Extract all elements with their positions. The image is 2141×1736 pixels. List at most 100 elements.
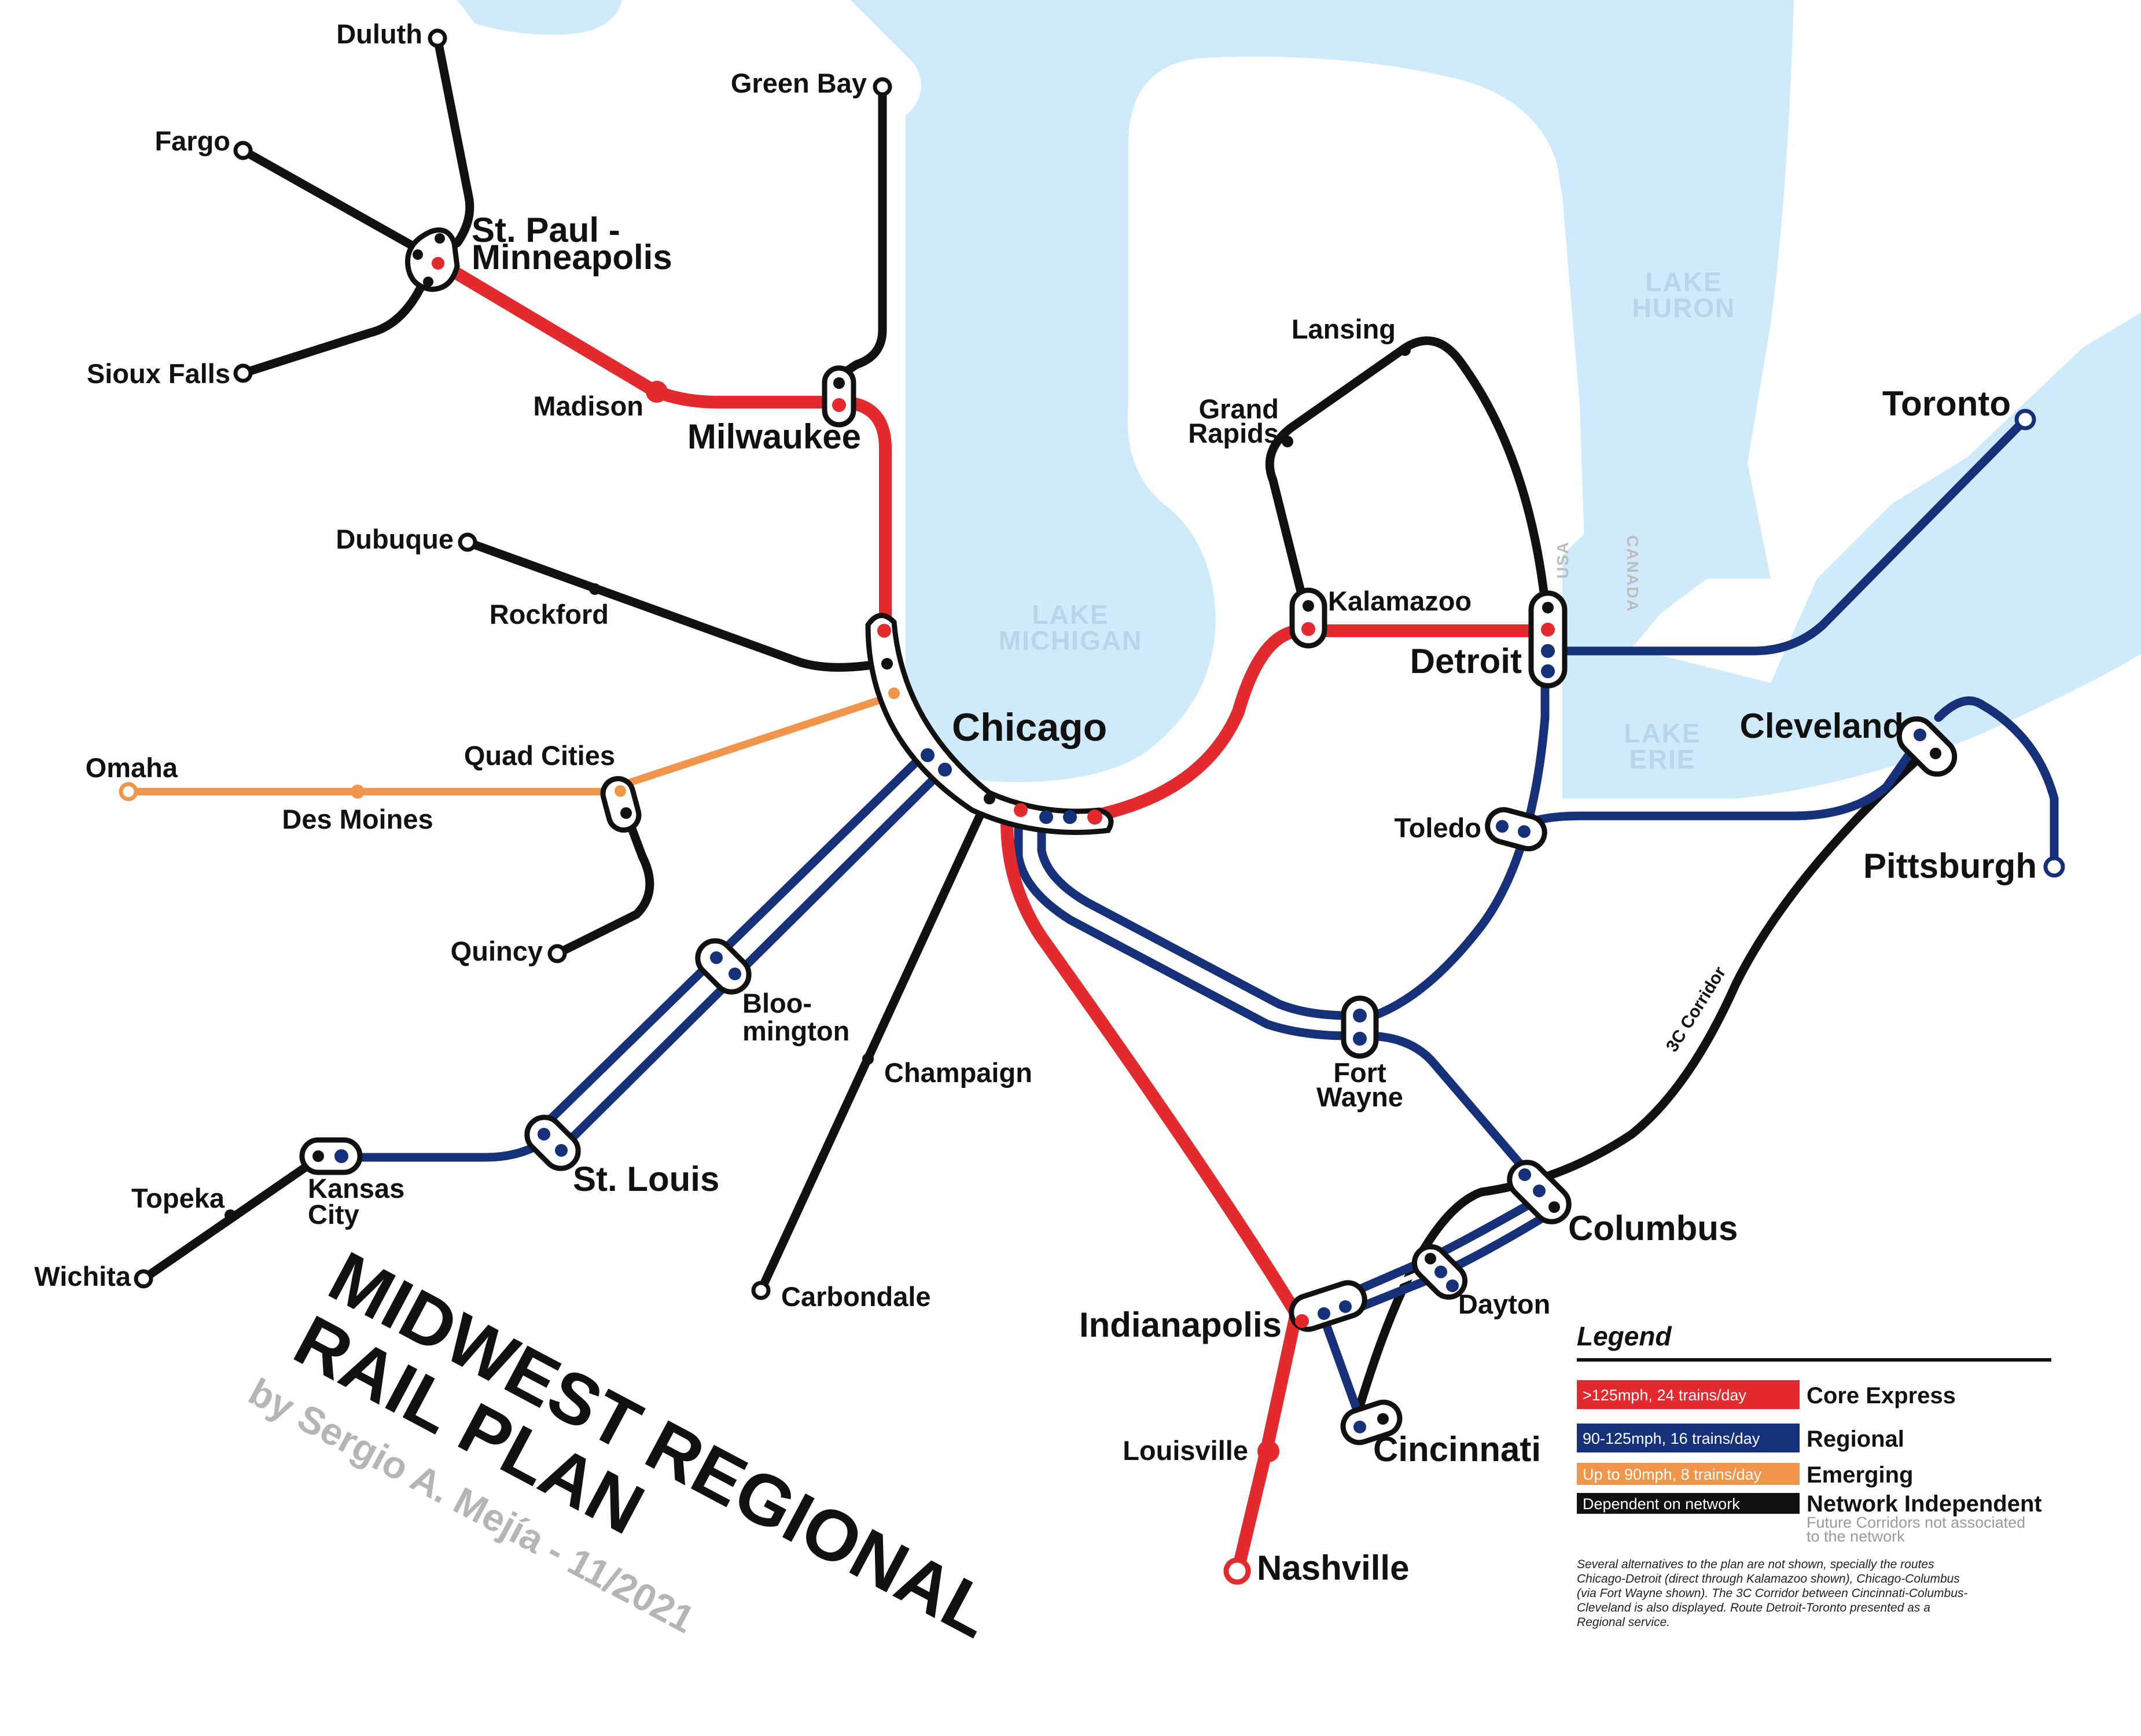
label-topeka: Topeka bbox=[131, 1183, 225, 1213]
legend-speed-core: >125mph, 24 trains/day bbox=[1583, 1386, 1746, 1404]
line-stlouis-kansascity bbox=[331, 1135, 551, 1162]
lake-michigan-label: LAKE MICHIGAN bbox=[999, 599, 1143, 656]
station-milwaukee[interactable] bbox=[822, 365, 856, 428]
station-dubuque[interactable] bbox=[458, 532, 477, 552]
station-fort-wayne[interactable] bbox=[1341, 995, 1379, 1059]
station-des-moines[interactable] bbox=[351, 785, 365, 799]
station-duluth[interactable] bbox=[428, 28, 447, 48]
label-fort-wayne-2: Wayne bbox=[1316, 1082, 1403, 1112]
legend-row-regional: 90-125mph, 16 trains/day Regional bbox=[1577, 1424, 1904, 1452]
station-lansing[interactable] bbox=[1399, 344, 1411, 356]
legend-speed-regional: 90-125mph, 16 trains/day bbox=[1583, 1430, 1760, 1447]
station-columbus[interactable] bbox=[1502, 1155, 1576, 1229]
station-toronto[interactable] bbox=[2014, 409, 2036, 431]
station-kalamazoo[interactable] bbox=[1289, 587, 1327, 649]
legend-speed-independent: Dependent on network bbox=[1583, 1495, 1740, 1513]
station-sioux-falls[interactable] bbox=[233, 363, 253, 383]
stations bbox=[119, 28, 2065, 1585]
label-duluth: Duluth bbox=[336, 19, 422, 49]
legend-swatch-core bbox=[1577, 1380, 1800, 1409]
station-indianapolis[interactable] bbox=[1287, 1278, 1369, 1333]
station-kansas-city[interactable] bbox=[299, 1137, 363, 1175]
line-dubuque-chicago bbox=[463, 538, 873, 672]
label-chicago: Chicago bbox=[952, 705, 1107, 749]
label-fort-wayne-1: Fort bbox=[1333, 1057, 1386, 1088]
label-st-paul-2: Minneapolis bbox=[472, 238, 672, 277]
line-quadcities-chicago bbox=[621, 693, 892, 788]
legend-footnote-5: Regional service. bbox=[1577, 1616, 1670, 1629]
label-rockford: Rockford bbox=[490, 599, 609, 630]
legend-row-network-independent: Dependent on network Network Independent… bbox=[1577, 1491, 2042, 1545]
station-st-paul-minneapolis[interactable] bbox=[405, 227, 460, 292]
legend-title: Legend bbox=[1577, 1321, 1672, 1351]
line-chicago-carbondale bbox=[756, 803, 988, 1295]
station-st-louis[interactable] bbox=[520, 1110, 585, 1175]
station-wichita[interactable] bbox=[134, 1269, 153, 1289]
lake-huron bbox=[1504, 0, 1794, 579]
label-grand-rapids-2: Rapids bbox=[1188, 418, 1279, 448]
station-cincinnati[interactable] bbox=[1339, 1398, 1404, 1447]
lake-michigan-line2: MICHIGAN bbox=[999, 626, 1143, 656]
label-louisville: Louisville bbox=[1123, 1435, 1248, 1466]
legend-row-emerging: Up to 90mph, 8 trains/day Emerging bbox=[1577, 1462, 1913, 1488]
legend-row-core-express: >125mph, 24 trains/day Core Express bbox=[1577, 1380, 1956, 1409]
station-rockford[interactable] bbox=[589, 583, 601, 595]
station-dayton[interactable] bbox=[1408, 1240, 1472, 1304]
label-lansing: Lansing bbox=[1292, 314, 1396, 344]
station-louisville[interactable] bbox=[1257, 1440, 1279, 1462]
station-madison[interactable] bbox=[646, 381, 668, 403]
label-bloomington-2: mington bbox=[742, 1016, 849, 1046]
legend-name-regional: Regional bbox=[1807, 1426, 1904, 1452]
lake-erie-label: LAKE ERIE bbox=[1624, 718, 1701, 774]
label-dayton: Dayton bbox=[1458, 1289, 1550, 1319]
station-carbondale[interactable] bbox=[751, 1281, 771, 1300]
legend-name-emerging: Emerging bbox=[1807, 1462, 1913, 1488]
station-bloomington[interactable] bbox=[690, 933, 756, 999]
legend-footnote-3: (via Fort Wayne shown). The 3C Corridor … bbox=[1577, 1587, 1967, 1600]
label-milwaukee: Milwaukee bbox=[687, 417, 861, 456]
line-duluth-stpaul bbox=[421, 34, 474, 259]
station-grand-rapids[interactable] bbox=[1282, 436, 1293, 447]
lake-huron-line1: LAKE bbox=[1645, 267, 1722, 297]
station-green-bay[interactable] bbox=[873, 77, 892, 97]
station-nashville[interactable] bbox=[1223, 1557, 1251, 1585]
label-st-paul-1: St. Paul - bbox=[472, 211, 620, 249]
station-quincy[interactable] bbox=[547, 944, 567, 963]
station-chicago[interactable] bbox=[865, 613, 1114, 835]
label-nashville: Nashville bbox=[1257, 1549, 1409, 1587]
line-fortwayne-detroit bbox=[1361, 649, 1550, 1023]
label-detroit: Detroit bbox=[1410, 642, 1522, 681]
line-chicago-nashville bbox=[1000, 815, 1303, 1575]
lake-erie-line2: ERIE bbox=[1629, 744, 1695, 774]
label-cleveland: Cleveland bbox=[1740, 707, 1904, 745]
station-detroit[interactable] bbox=[1528, 590, 1568, 689]
label-quad-cities: Quad Cities bbox=[464, 740, 615, 771]
line-fargo-stpaul bbox=[238, 146, 433, 259]
label-cincinnati: Cincinnati bbox=[1373, 1430, 1541, 1469]
line-chicago-stlouis-b bbox=[560, 774, 939, 1150]
legend-swatch-independent bbox=[1577, 1493, 1800, 1514]
station-toledo[interactable] bbox=[1484, 806, 1548, 852]
station-omaha[interactable] bbox=[119, 782, 138, 801]
station-fargo[interactable] bbox=[233, 141, 253, 160]
station-champaign[interactable] bbox=[862, 1053, 874, 1065]
city-labels: Duluth Fargo St. Paul - Minneapolis Siou… bbox=[34, 19, 2037, 1587]
lake-michigan bbox=[851, 0, 1771, 782]
station-topeka[interactable] bbox=[225, 1209, 236, 1221]
line-stpaul-madison bbox=[433, 257, 660, 397]
line-quadcities-quincy bbox=[553, 806, 654, 958]
legend-footnote-1: Several alternatives to the plan are not… bbox=[1577, 1558, 1934, 1571]
lake-erie-line1: LAKE bbox=[1624, 718, 1701, 748]
legend-swatch-regional bbox=[1577, 1424, 1800, 1452]
label-green-bay: Green Bay bbox=[731, 68, 867, 98]
station-quad-cities[interactable] bbox=[599, 775, 642, 833]
legend-name-core: Core Express bbox=[1807, 1383, 1956, 1408]
legend-footnote-2: Chicago-Detroit (direct through Kalamazo… bbox=[1577, 1572, 1960, 1586]
station-pittsburgh[interactable] bbox=[2043, 856, 2065, 878]
line-chicago-fortwayne-a bbox=[1014, 820, 1353, 1040]
station-cleveland[interactable] bbox=[1892, 712, 1962, 781]
label-kansas-city-1: Kansas bbox=[308, 1173, 404, 1204]
lake-erie bbox=[1562, 312, 2141, 799]
line-chicago-detroit bbox=[1087, 624, 1557, 822]
